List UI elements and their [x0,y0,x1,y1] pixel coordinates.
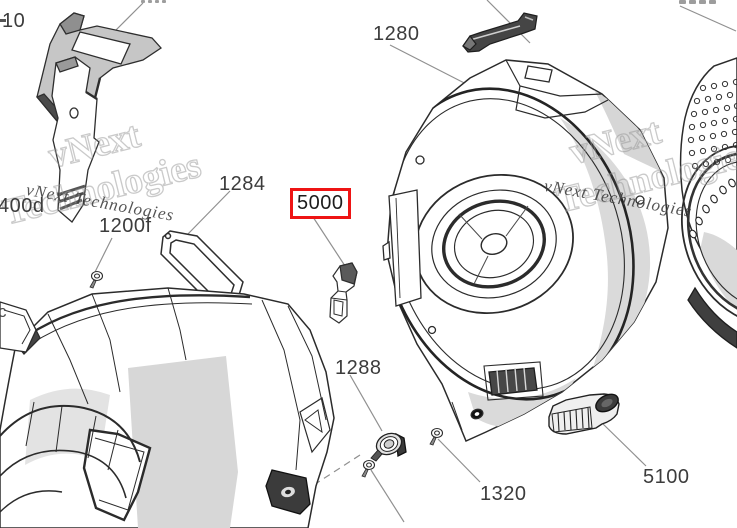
part-label-400d[interactable]: 400d [0,195,45,217]
part-label-1288[interactable]: 1288 [335,357,382,379]
grommet-1288[interactable] [370,429,407,462]
support-strut-bracket[interactable] [51,56,100,223]
latch-handle-5100[interactable] [548,391,621,435]
clipped-part-number-top-left [141,0,166,3]
part-label-1200f[interactable]: 1200f [99,215,152,237]
part-label-5100[interactable]: 5100 [643,466,690,488]
part-label-5000-highlighted[interactable]: 5000 [290,188,351,219]
cvt-cover-1280[interactable] [345,57,671,443]
part-label-1320[interactable]: 1320 [480,483,527,505]
screw-1320-lower[interactable] [361,459,376,478]
part-label-1280[interactable]: 1280 [373,23,420,45]
part-label-clipped-c[interactable]: c [0,302,7,321]
screw-1320-upper[interactable] [429,427,444,446]
clip-5000[interactable] [329,262,358,324]
leader-lines [92,0,737,523]
screw-1200f[interactable] [89,270,104,289]
highlight-box: 5000 [290,188,351,219]
part-label-1284[interactable]: 1284 [219,173,266,195]
side-body-panel[interactable] [0,287,335,528]
perforated-drum[interactable] [656,57,737,349]
clipped-part-number-top-right [679,0,716,4]
strip-bracket[interactable] [462,12,538,53]
clipped-digit-fragment [0,19,6,22]
part-label-clipped-10[interactable]: 10 [2,10,26,32]
